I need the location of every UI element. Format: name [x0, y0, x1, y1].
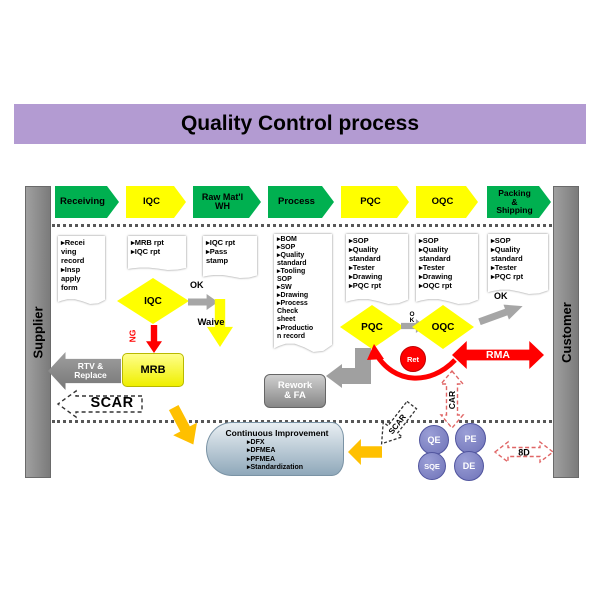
scar-label: SCAR	[90, 395, 134, 411]
document-pqc: ▸SOP ▸Quality standard ▸Tester ▸Drawing …	[346, 234, 408, 304]
document-process-text: ▸BOM ▸SOP ▸Quality standard ▸Tooling SOP…	[274, 234, 332, 352]
flow-step-oqc: OQC	[416, 186, 478, 218]
8d-arrow-icon	[493, 440, 555, 464]
document-raw-wh: ▸IQC rpt ▸Pass stamp	[203, 236, 257, 278]
iqc-ok-label: OK	[190, 280, 204, 290]
document-pqc-text: ▸SOP ▸Quality standard ▸Tester ▸Drawing …	[346, 234, 408, 304]
customer-lane: Customer	[553, 186, 579, 478]
waive-label: Waive	[197, 317, 225, 328]
page-title: Quality Control process	[14, 104, 586, 144]
document-receiving-text: ▸Recei ving record ▸Insp apply form	[58, 236, 105, 304]
decision-iqc: IQC	[117, 278, 189, 324]
document-receiving: ▸Recei ving record ▸Insp apply form	[58, 236, 105, 304]
scar-ci-dashed-arrow: SCAR	[380, 400, 418, 445]
document-iqc: ▸MRB rpt ▸IQC rpt	[128, 236, 186, 270]
continuous-improvement-title: Continuous Improvement	[225, 428, 329, 438]
supplier-lane-label: Supplier	[30, 305, 46, 359]
ng-arrow-icon	[146, 325, 162, 353]
rma-arrow: RMA	[452, 341, 544, 369]
document-packing-text: ▸SOP ▸Quality standard ▸Tester ▸PQC rpt	[488, 234, 548, 294]
scar-ci-label: SCAR	[387, 412, 408, 436]
ci-inflow-arrow-right-icon	[348, 439, 382, 465]
flow-step-packing-shipping: Packing & Shipping	[487, 186, 551, 218]
rtv-replace-arrow: RTV & Replace	[48, 352, 121, 390]
dotted-boundary-top	[52, 224, 552, 227]
supplier-lane: Supplier	[25, 186, 51, 478]
dotted-boundary-bottom	[52, 420, 552, 423]
flow-step-receiving: Receiving	[55, 186, 119, 218]
decision-pqc: PQC	[340, 305, 404, 349]
flow-step-process: Process	[268, 186, 334, 218]
car-label: CAR	[447, 391, 457, 409]
document-raw-wh-text: ▸IQC rpt ▸Pass stamp	[203, 236, 257, 278]
decision-oqc: OQC	[412, 305, 474, 349]
flow-step-pqc: PQC	[341, 186, 409, 218]
scar-ci-arrow-icon	[380, 400, 418, 445]
ci-inflow-arrow-left-icon	[162, 401, 206, 451]
ret-badge: Ret	[400, 346, 426, 372]
ng-label: NG	[127, 329, 138, 343]
customer-lane-label: Customer	[558, 301, 574, 363]
pqc-ok-label: O K	[409, 311, 415, 325]
document-iqc-text: ▸MRB rpt ▸IQC rpt	[128, 236, 186, 270]
team-circle-de: DE	[454, 451, 484, 481]
team-circle-pe: PE	[455, 423, 486, 454]
document-oqc-text: ▸SOP ▸Quality standard ▸Tester ▸Drawing …	[416, 234, 478, 304]
team-circle-sqe: SQE	[418, 452, 446, 480]
document-oqc: ▸SOP ▸Quality standard ▸Tester ▸Drawing …	[416, 234, 478, 304]
mrb-box: MRB	[122, 353, 184, 387]
flow-step-iqc: IQC	[126, 186, 186, 218]
oqc-ok-arrow-icon	[477, 299, 526, 330]
document-packing: ▸SOP ▸Quality standard ▸Tester ▸PQC rpt	[488, 234, 548, 294]
pqc-to-rework-arrowhead-icon	[326, 364, 342, 388]
flow-step-raw-material-wh: Raw Mat'l WH	[193, 186, 261, 218]
team-circle-qe: QE	[419, 425, 449, 455]
continuous-improvement: Continuous Improvement ▸DFX ▸DFMEA ▸PFME…	[206, 422, 344, 476]
continuous-improvement-items: ▸DFX ▸DFMEA ▸PFMEA ▸Standardization	[247, 439, 304, 472]
iqc-ok-arrow-icon	[188, 294, 218, 310]
document-process: ▸BOM ▸SOP ▸Quality standard ▸Tooling SOP…	[274, 234, 332, 352]
rework-fa-box: Rework & FA	[264, 374, 326, 408]
pqc-to-rework-arrow-icon	[342, 348, 371, 384]
oqc-ok-label: OK	[494, 291, 508, 301]
8d-label: 8D	[518, 448, 530, 458]
